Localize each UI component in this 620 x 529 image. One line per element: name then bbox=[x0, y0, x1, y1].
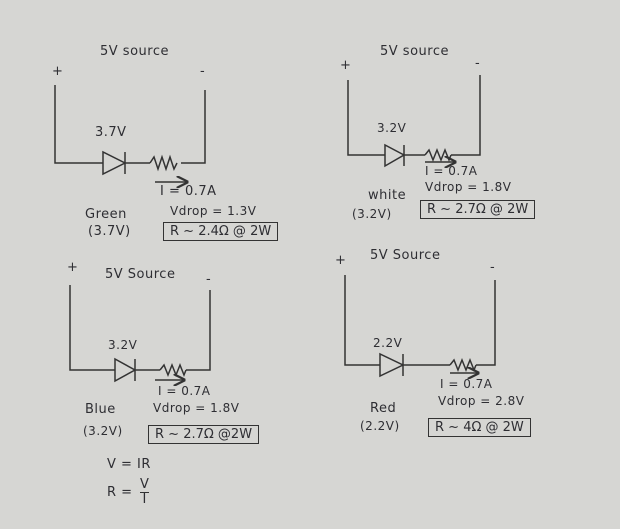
fraction-denominator: I bbox=[140, 492, 149, 507]
resistance-fraction: V I bbox=[140, 478, 149, 507]
source-label: 5V source bbox=[100, 44, 169, 59]
vdrop-label: Vdrop = 1.8V bbox=[425, 180, 512, 194]
resistor-icon bbox=[424, 147, 452, 163]
resistor-value-box: R ~ 4Ω @ 2W bbox=[428, 418, 531, 437]
led-color-voltage: (2.2V) bbox=[360, 419, 400, 433]
led-color-voltage: (3.7V) bbox=[88, 224, 131, 239]
led-voltage: 3.2V bbox=[377, 121, 407, 135]
diode-icon bbox=[102, 150, 127, 176]
plus-terminal: + bbox=[340, 58, 352, 73]
led-voltage: 2.2V bbox=[373, 336, 403, 350]
resistor-value-box: R ~ 2.7Ω @ 2W bbox=[420, 200, 536, 219]
minus-terminal: - bbox=[475, 56, 481, 71]
resistor-value-box: R ~ 2.4Ω @ 2W bbox=[163, 222, 279, 241]
minus-terminal: - bbox=[206, 272, 212, 287]
resistor-icon bbox=[159, 362, 187, 378]
source-label: 5V Source bbox=[105, 267, 176, 282]
minus-terminal: - bbox=[200, 64, 206, 79]
current-label: I = 0.7A bbox=[158, 384, 211, 398]
current-label: I = 0.7A bbox=[440, 377, 493, 391]
diode-icon bbox=[384, 143, 406, 168]
vdrop-label: Vdrop = 1.8V bbox=[153, 401, 240, 415]
diode-icon bbox=[379, 352, 405, 378]
red-circuit bbox=[344, 275, 496, 378]
vdrop-label: Vdrop = 1.3V bbox=[170, 204, 257, 218]
led-color-voltage: (3.2V) bbox=[352, 207, 392, 221]
led-color-name: Blue bbox=[85, 402, 116, 417]
fraction-numerator: V bbox=[140, 477, 149, 492]
led-voltage: 3.2V bbox=[108, 338, 138, 352]
ohms-law-formula: V = IR bbox=[107, 457, 151, 472]
resistor-icon bbox=[149, 154, 178, 172]
current-label: I = 0.7A bbox=[425, 164, 478, 178]
blue-circuit bbox=[69, 285, 211, 383]
white-circuit bbox=[347, 75, 481, 168]
resistor-value-box: R ~ 2.7Ω @2W bbox=[148, 425, 260, 444]
green-circuit bbox=[54, 85, 206, 182]
led-voltage: 3.7V bbox=[95, 125, 127, 140]
source-label: 5V source bbox=[380, 44, 449, 59]
vdrop-label: Vdrop = 2.8V bbox=[438, 394, 525, 408]
plus-terminal: + bbox=[52, 64, 64, 79]
current-label: I = 0.7A bbox=[160, 184, 217, 199]
led-color-name: white bbox=[368, 188, 407, 203]
led-color-name: Green bbox=[85, 207, 127, 222]
led-color-voltage: (3.2V) bbox=[83, 424, 123, 438]
minus-terminal: - bbox=[490, 260, 496, 275]
led-color-name: Red bbox=[370, 401, 397, 416]
plus-terminal: + bbox=[335, 253, 347, 268]
diode-icon bbox=[114, 357, 137, 383]
resistor-icon bbox=[449, 357, 477, 373]
resistance-formula-label: R = bbox=[107, 485, 133, 500]
source-label: 5V Source bbox=[370, 248, 441, 263]
plus-terminal: + bbox=[67, 260, 79, 275]
